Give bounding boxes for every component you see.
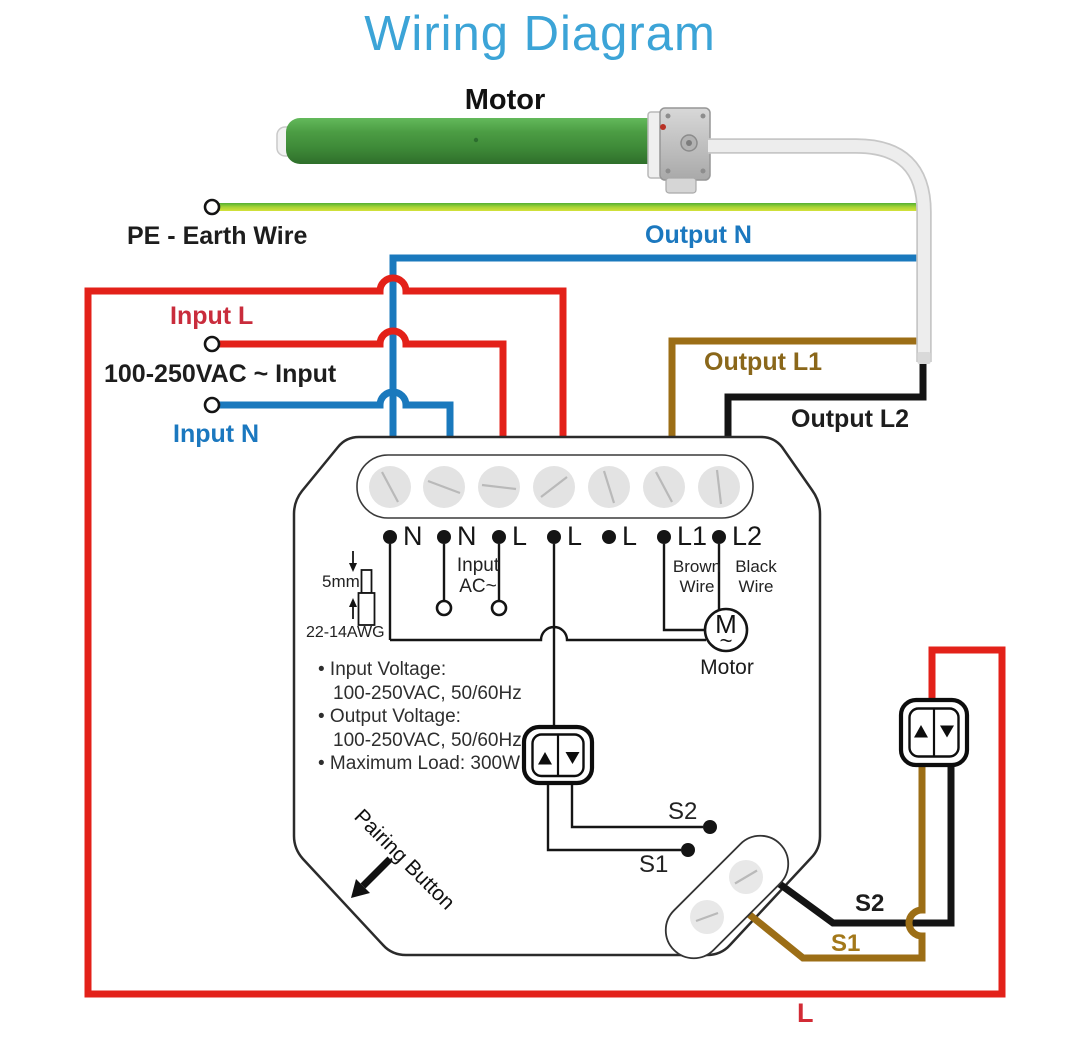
output-l1-label: Output L1 [704,348,823,376]
page-title: Wiring Diagram [364,7,716,61]
down-arrow-icon [565,752,580,764]
vac-input-label: 100-250VAC ~ Input [104,360,337,388]
output-l1-wire [668,337,918,436]
l-feed-label: L [797,998,814,1028]
black-wire-line1: Black [735,557,777,576]
terminal-label-l3: L [622,521,638,551]
s2-external-label: S2 [855,890,885,917]
terminal-label-out-l1: L1 [677,521,708,551]
motor-symbol-letter: M [715,609,737,639]
spec-input-voltage-value: 100-250VAC, 50/60Hz [333,683,522,704]
down-arrow-icon [940,725,954,738]
output-l2-label: Output L2 [791,405,910,433]
input-n-terminal [203,396,221,414]
s1-module-label: S1 [639,851,669,878]
terminal-label-n2: N [457,521,477,551]
pe-earth-label: PE - Earth Wire [127,222,308,250]
input-l-wire [219,327,507,436]
brown-wire-line2: Wire [679,577,715,596]
output-l2-wire [724,352,927,436]
s1-dot [681,843,695,857]
output-n-wire [389,254,918,436]
terminal-label-l1: L [512,521,528,551]
terminal-label-l2: L [567,521,583,551]
rocker-switch-symbol [521,724,595,786]
s-terminal-block [664,834,790,960]
tubular-motor-image [276,107,711,194]
spec-max-load: • Maximum Load: 300W [318,753,521,774]
input-n-label: Input N [173,420,260,448]
s2-dot [703,820,717,834]
s2-module-label: S2 [668,798,698,825]
motor-symbol-sine: ~ [719,628,733,653]
wall-switch [898,697,970,768]
input-ac-terminal-l [490,599,508,617]
pe-earth-wire [214,203,920,211]
internal-wiring [388,544,721,852]
s2-external-wire [767,764,955,927]
input-ac-line1: Input [456,555,500,576]
input-l-label: Input L [170,302,254,330]
spec-input-voltage: • Input Voltage: [318,659,447,680]
spec-output-voltage-value: 100-250VAC, 50/60Hz [333,730,522,751]
wire-strip-gauge [349,551,376,626]
input-ac-line2: AC~ [459,576,497,597]
black-wire-line2: Wire [738,577,774,596]
output-n-label: Output N [645,221,752,249]
spec-output-voltage: • Output Voltage: [318,706,461,727]
up-arrow-icon [538,752,552,765]
input-n-wire [219,388,454,436]
s1-external-wire [737,764,926,962]
motor-tube [286,118,662,164]
motor-symbol-label: Motor [700,656,754,679]
pe-terminal [203,198,221,216]
brown-wire-line1: Brown [672,557,722,576]
input-ac-terminal-n [435,599,453,617]
terminal-label-out-l2: L2 [732,521,763,551]
motor-cable [708,138,932,364]
input-l-terminal [203,335,221,353]
s1-external-label: S1 [831,930,861,957]
terminal-label-n1: N [403,521,423,551]
terminal-strip [356,454,754,519]
strip-length-label: 5mm [322,572,360,591]
motor-symbol-circle [703,607,749,653]
motor-label: Motor [464,84,546,116]
l-loop-wire [84,274,1006,998]
open-terminals [203,198,221,414]
motor-indicator-led [660,124,666,130]
up-arrow-icon [914,725,928,738]
wire-gauge-label: 22-14AWG [306,624,385,641]
pairing-arrow-icon [351,856,393,898]
terminal-dots [383,530,726,544]
